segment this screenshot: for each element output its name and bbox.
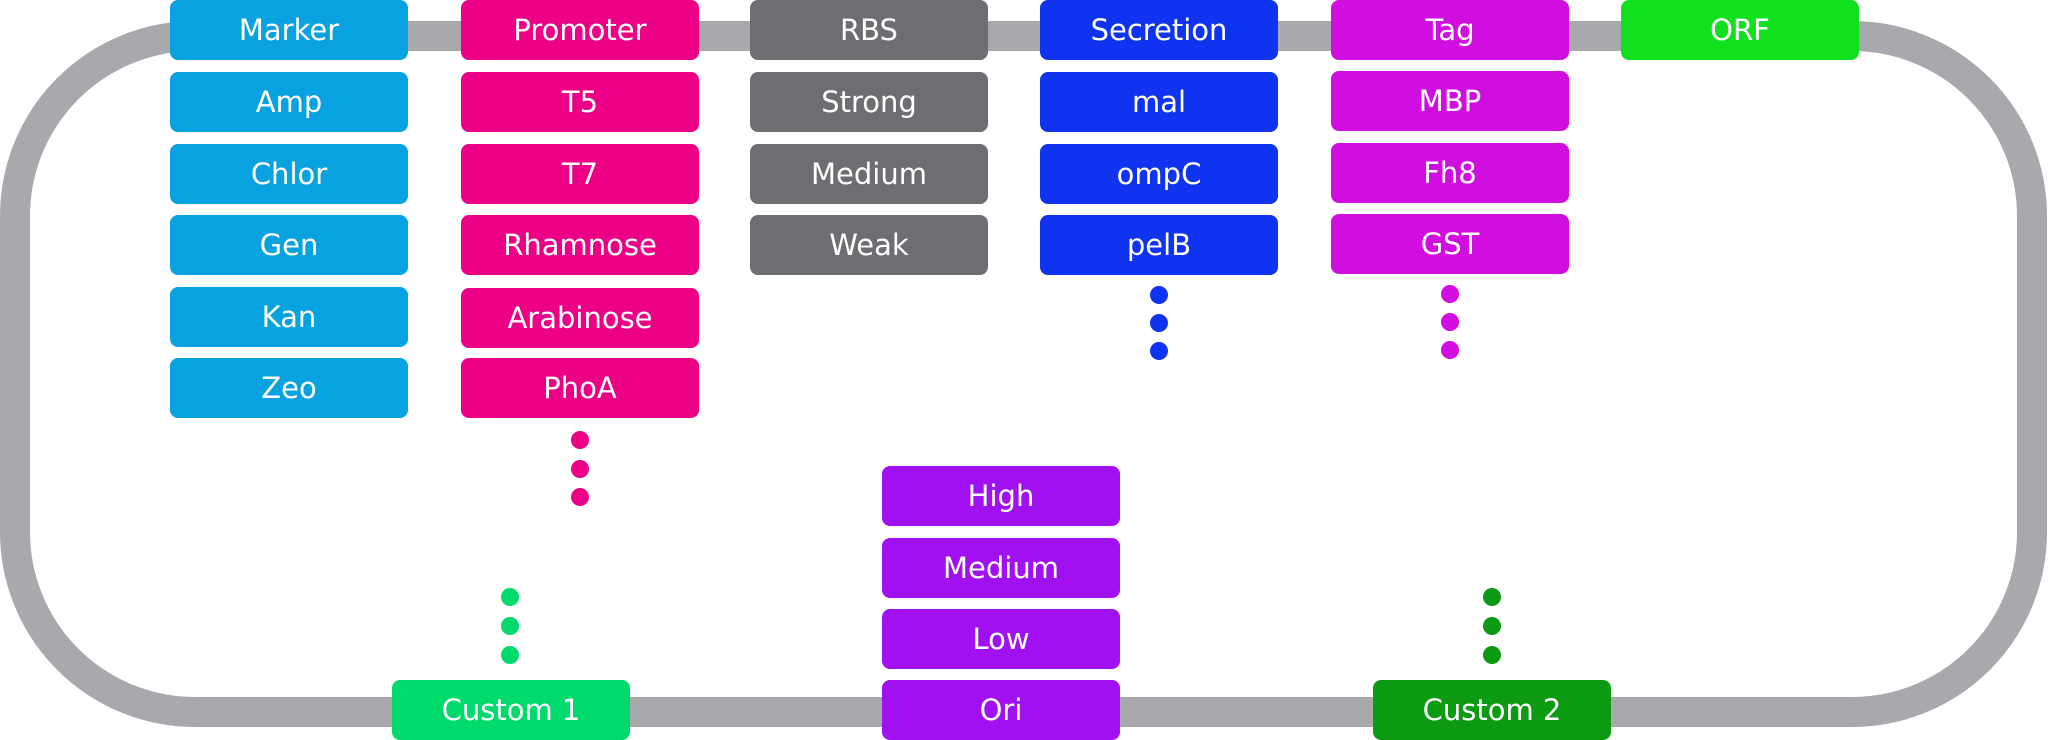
tag-option-fh8[interactable]: Fh8 (1331, 143, 1569, 203)
custom1-box[interactable]: Custom 1 (392, 680, 630, 740)
promoter-option-t5[interactable]: T5 (461, 72, 699, 132)
dot (1483, 588, 1501, 606)
dot (571, 431, 589, 449)
tag-option-gst[interactable]: GST (1331, 214, 1569, 274)
dot (1483, 617, 1501, 635)
custom1-more-dots (391, 587, 629, 667)
custom2-more-dots (1373, 587, 1611, 667)
marker-option-kan[interactable]: Kan (170, 287, 408, 347)
dot (501, 588, 519, 606)
secretion-header[interactable]: Secretion (1040, 0, 1278, 60)
ori-option-medium[interactable]: Medium (882, 538, 1120, 598)
marker-header[interactable]: Marker (170, 0, 408, 60)
dot (501, 646, 519, 664)
rbs-option-weak[interactable]: Weak (750, 215, 988, 275)
marker-option-chlor[interactable]: Chlor (170, 144, 408, 204)
ori-option-high[interactable]: High (882, 466, 1120, 526)
rbs-option-strong[interactable]: Strong (750, 72, 988, 132)
secretion-option-pelb[interactable]: pelB (1040, 215, 1278, 275)
marker-option-zeo[interactable]: Zeo (170, 358, 408, 418)
tag-option-mbp[interactable]: MBP (1331, 71, 1569, 131)
rbs-header[interactable]: RBS (750, 0, 988, 60)
promoter-option-phoa[interactable]: PhoA (461, 358, 699, 418)
secretion-option-mal[interactable]: mal (1040, 72, 1278, 132)
dot (1150, 314, 1168, 332)
tag-header[interactable]: Tag (1331, 0, 1569, 60)
dot (1441, 313, 1459, 331)
custom2-box[interactable]: Custom 2 (1373, 680, 1611, 740)
dot (1441, 285, 1459, 303)
ori-option-low[interactable]: Low (882, 609, 1120, 669)
promoter-more-dots (461, 430, 699, 510)
dot (501, 617, 519, 635)
dot (1483, 646, 1501, 664)
dot (1150, 342, 1168, 360)
dot (1150, 286, 1168, 304)
rbs-option-medium[interactable]: Medium (750, 144, 988, 204)
secretion-option-ompc[interactable]: ompC (1040, 144, 1278, 204)
secretion-more-dots (1040, 285, 1278, 365)
promoter-option-arabinose[interactable]: Arabinose (461, 288, 699, 348)
ori-box[interactable]: Ori (882, 680, 1120, 740)
marker-option-gen[interactable]: Gen (170, 215, 408, 275)
promoter-option-rhamnose[interactable]: Rhamnose (461, 215, 699, 275)
promoter-option-t7[interactable]: T7 (461, 144, 699, 204)
tag-more-dots (1331, 285, 1569, 365)
orf-box[interactable]: ORF (1621, 0, 1859, 60)
dot (571, 488, 589, 506)
dot (571, 460, 589, 478)
promoter-header[interactable]: Promoter (461, 0, 699, 60)
dot (1441, 341, 1459, 359)
marker-option-amp[interactable]: Amp (170, 72, 408, 132)
